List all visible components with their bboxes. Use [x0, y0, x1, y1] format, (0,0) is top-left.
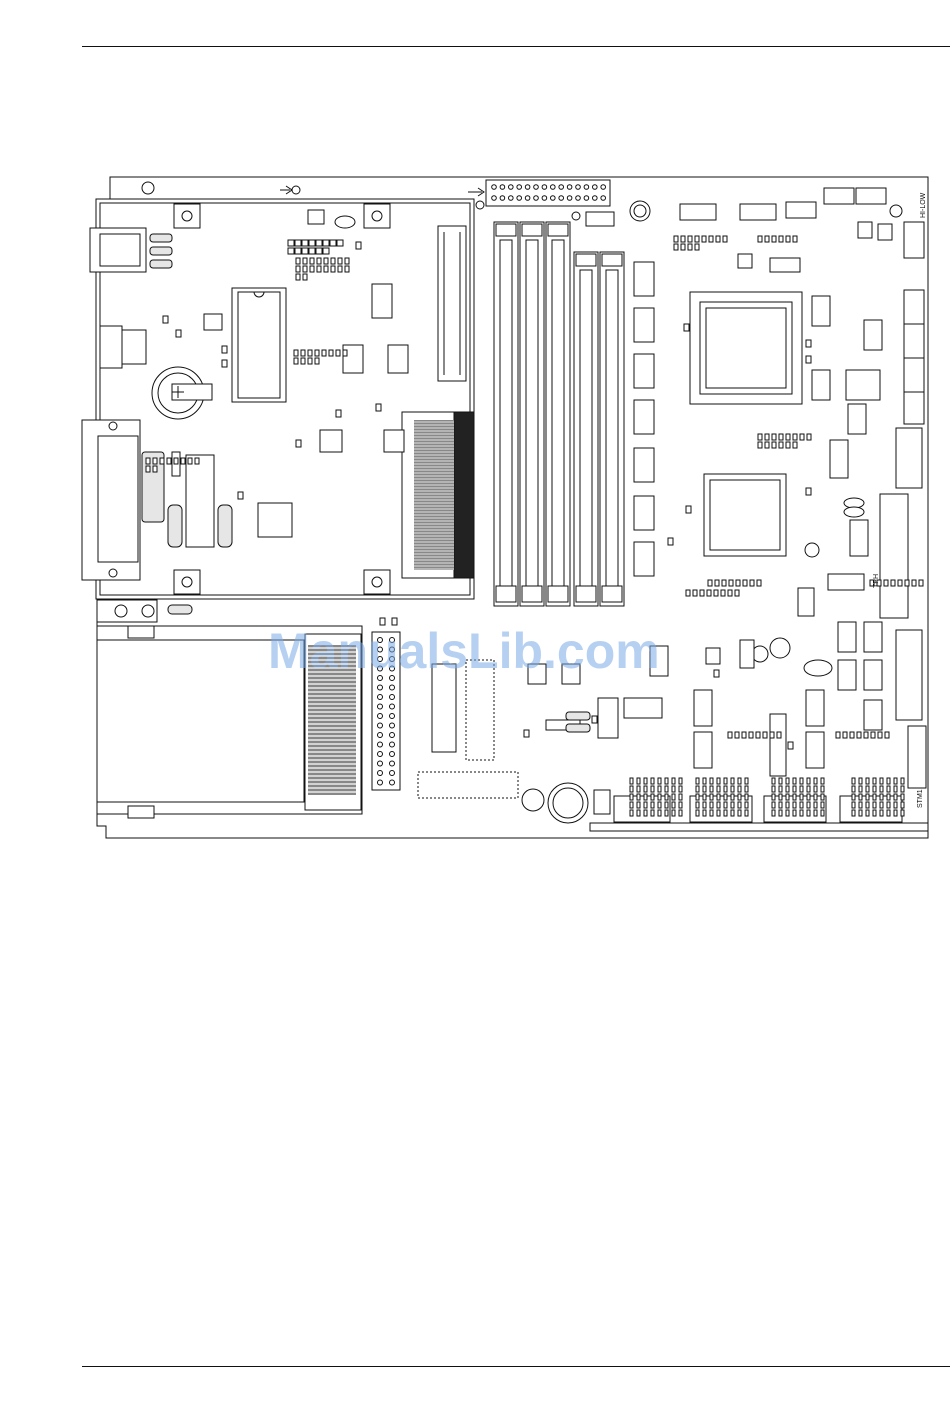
tph-label: TPH [873, 574, 880, 588]
hilow-label: HI-LOW [920, 192, 927, 218]
bottom-rule [82, 1366, 950, 1367]
stm1-label: STM1 [917, 789, 924, 808]
dip-chip-module [232, 288, 286, 402]
memory-slots [494, 222, 624, 606]
module-bottom-strip [97, 600, 192, 622]
top-pin-header [468, 180, 610, 209]
main-qfp-chip [690, 292, 802, 404]
watermark: ManualsLib.com [268, 623, 660, 679]
second-qfp-chip [704, 474, 786, 556]
